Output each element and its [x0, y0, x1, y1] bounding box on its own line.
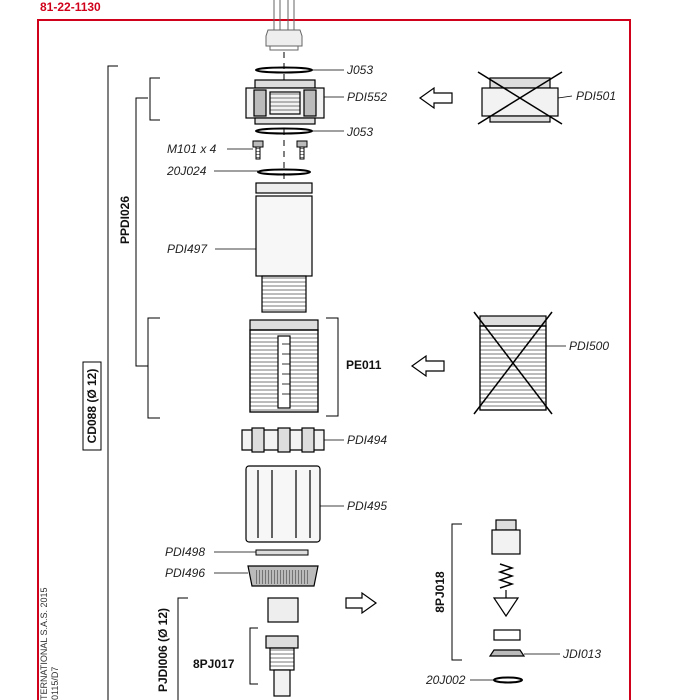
valve-cone [492, 590, 520, 618]
body-pdi497 [255, 182, 313, 313]
label-pdi497: PDI497 [167, 242, 208, 256]
label-pdi495: PDI495 [347, 499, 387, 513]
sleeve-pdi495 [245, 465, 321, 543]
label-20j002: 20J002 [425, 673, 466, 687]
seal-jdi013 [488, 649, 526, 657]
spring [497, 563, 515, 589]
label-j053-top: J053 [346, 63, 373, 77]
label-m101: M101 x 4 [167, 142, 217, 156]
label-pjdi006: PJDI006 (Ø 12) [156, 608, 170, 692]
label-pdi496: PDI496 [165, 566, 205, 580]
screw-m101-right [296, 140, 308, 160]
label-ppdi026: PPDI026 [118, 196, 132, 244]
label-pdi501: PDI501 [576, 89, 616, 103]
bracket-cd088 [107, 65, 118, 700]
kit-ring [493, 629, 521, 641]
label-8pj018: 8PJ018 [433, 571, 447, 613]
sheet-frame [37, 19, 631, 700]
label-pdi500: PDI500 [569, 339, 609, 353]
revision-text: 0115/D7 [50, 667, 60, 700]
nut-pdi494 [241, 427, 325, 453]
cap-pdi496 [247, 565, 319, 587]
bracket-ppdi026 [135, 97, 148, 367]
bowl-pe011 [249, 319, 319, 413]
label-20j024: 20J024 [166, 164, 207, 178]
o-ring-j053-top [255, 66, 313, 74]
label-pdi494: PDI494 [347, 433, 387, 447]
bracket-8pj017 [249, 627, 258, 685]
replacement-arrow-pdi501 [418, 86, 453, 110]
crossed-part-pdi500 [473, 311, 553, 415]
union-nut-pdi552 [245, 79, 325, 125]
kit-arrow-8pj018 [345, 591, 378, 615]
replacement-arrow-pdi500 [410, 354, 445, 378]
document-number: 81-22-1130 [40, 0, 101, 14]
crossed-part-pdi501 [477, 71, 563, 125]
kit-cap-8pj018 [491, 519, 521, 555]
label-8pj017: 8PJ017 [193, 657, 235, 671]
ring-pdi498 [255, 549, 309, 556]
bracket-pe011-right [326, 317, 339, 417]
label-cd088: CD088 (Ø 12) [85, 369, 99, 444]
bracket-pjdi006 [177, 597, 188, 700]
bracket-pe011-left [147, 317, 160, 419]
o-ring-20j024 [257, 168, 311, 176]
o-ring-20j002 [493, 676, 523, 684]
connector-8pj017 [265, 597, 299, 697]
label-box-cd088 [82, 361, 102, 451]
screw-m101-left [252, 140, 264, 160]
bracket-pdi552 [149, 77, 160, 121]
copyright-text: TERNATIONAL S.A.S. 2015 [39, 587, 49, 700]
label-pdi552: PDI552 [347, 90, 387, 104]
bracket-8pj018 [451, 523, 462, 661]
label-jdi013: JDI013 [562, 647, 601, 661]
label-j053-bottom: J053 [346, 125, 373, 139]
leader-lines [214, 69, 573, 681]
label-pe011: PE011 [346, 358, 382, 372]
label-pdi498: PDI498 [165, 545, 205, 559]
top-tube-fitting [265, 0, 303, 51]
